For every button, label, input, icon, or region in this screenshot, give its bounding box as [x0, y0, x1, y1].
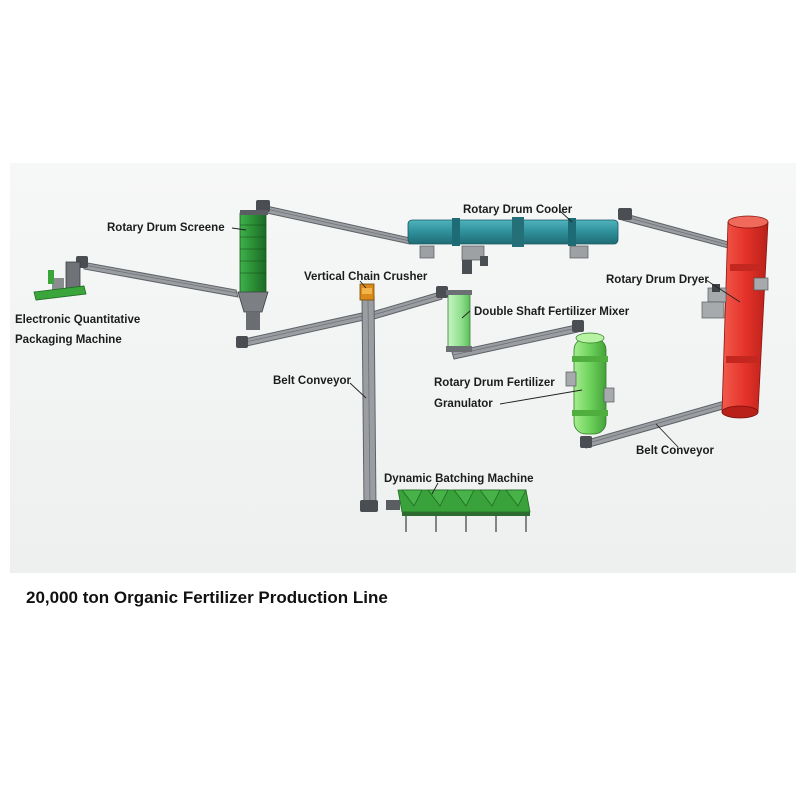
rotary-drum-screen [237, 210, 269, 330]
conveyor-lines [83, 207, 733, 507]
diagram-caption: 20,000 ton Organic Fertilizer Production… [26, 588, 388, 607]
label-rotary-drum-dryer: Rotary Drum Dryer [606, 274, 709, 286]
label-double-shaft-mixer: Double Shaft Fertilizer Mixer [474, 306, 630, 318]
label-belt-conveyor-left: Belt Conveyor [273, 375, 351, 387]
label-belt-conveyor-right: Belt Conveyor [636, 445, 714, 457]
label-dynamic-batching-machine: Dynamic Batching Machine [384, 473, 534, 485]
label-electronic-packaging-line2: Packaging Machine [15, 334, 122, 346]
label-granulator-line2: Granulator [434, 398, 493, 410]
rotary-drum-dryer [701, 215, 769, 419]
rotary-drum-granulator [565, 332, 615, 435]
label-vertical-chain-crusher: Vertical Chain Crusher [304, 271, 428, 283]
double-shaft-mixer [446, 290, 472, 352]
label-rotary-drum-cooler: Rotary Drum Cooler [463, 204, 573, 216]
label-granulator-line1: Rotary Drum Fertilizer [434, 377, 555, 389]
label-rotary-drum-screene: Rotary Drum Screene [107, 222, 225, 234]
dynamic-batching-machine [386, 489, 531, 532]
leader-lines [231, 210, 741, 495]
rotary-drum-cooler [407, 217, 619, 274]
packaging-machine [33, 261, 87, 301]
vertical-chain-crusher [359, 283, 375, 301]
label-electronic-packaging-line1: Electronic Quantitative [15, 314, 141, 326]
